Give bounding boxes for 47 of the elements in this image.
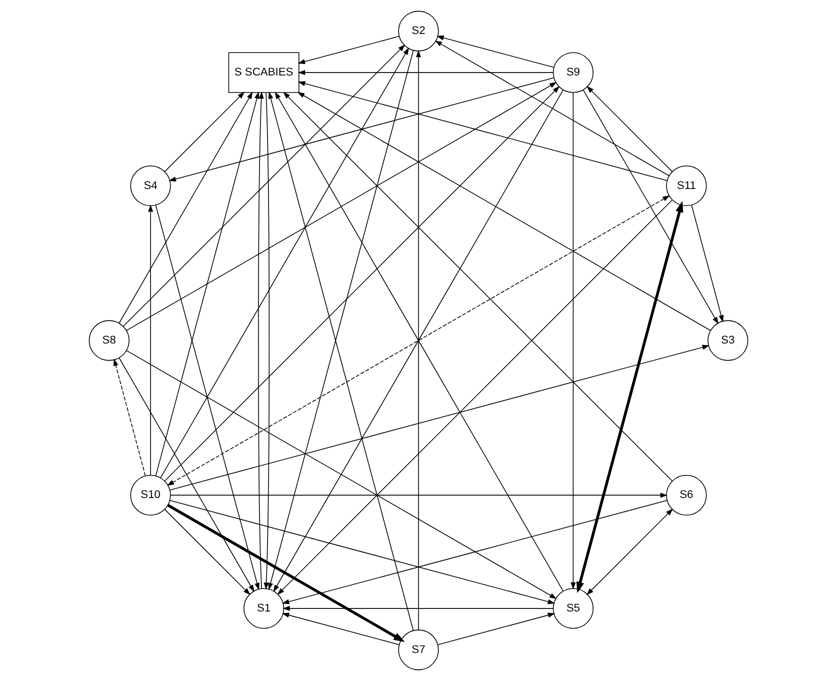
node-circle: S3 (708, 320, 748, 361)
arrow (164, 92, 245, 172)
arrow (122, 44, 406, 327)
arrow (160, 48, 410, 478)
arrow (282, 612, 400, 646)
node-circle: S11 (666, 165, 707, 206)
arrow (277, 200, 673, 595)
arrow (170, 492, 668, 498)
arrow (126, 350, 557, 599)
node-circle: S7 (398, 630, 439, 670)
arrow (434, 40, 670, 176)
arrow (258, 92, 264, 589)
arrow (437, 612, 556, 646)
arrow (416, 50, 422, 630)
arrow (148, 204, 154, 476)
arrow (586, 508, 673, 596)
arrow (298, 70, 554, 76)
arrow (170, 344, 710, 490)
node-box: S SCABIES (228, 52, 300, 93)
arrow (113, 358, 146, 476)
arrow (298, 81, 668, 182)
arrow (118, 92, 253, 324)
arrow (126, 82, 557, 331)
arrow (167, 504, 405, 642)
arrow (586, 86, 673, 172)
node-circle: S10 (130, 474, 171, 516)
arrow (570, 92, 576, 590)
node-circle: S8 (88, 320, 130, 361)
arrow (282, 500, 668, 604)
arrow (298, 36, 400, 64)
arrow (282, 606, 554, 611)
arrow (691, 204, 724, 322)
arrow (164, 86, 560, 482)
arrow (169, 500, 555, 604)
arrow (118, 357, 254, 592)
arrow (576, 201, 684, 594)
arrow (283, 92, 673, 482)
arrow (155, 92, 260, 476)
arrow (164, 508, 250, 595)
arrow (264, 92, 270, 590)
node-circle: S4 (130, 165, 171, 206)
arrow (155, 204, 260, 590)
arrow (436, 35, 554, 68)
arrow (297, 92, 711, 331)
arrow (168, 77, 554, 182)
arrow (166, 195, 670, 486)
arrow (582, 90, 718, 324)
